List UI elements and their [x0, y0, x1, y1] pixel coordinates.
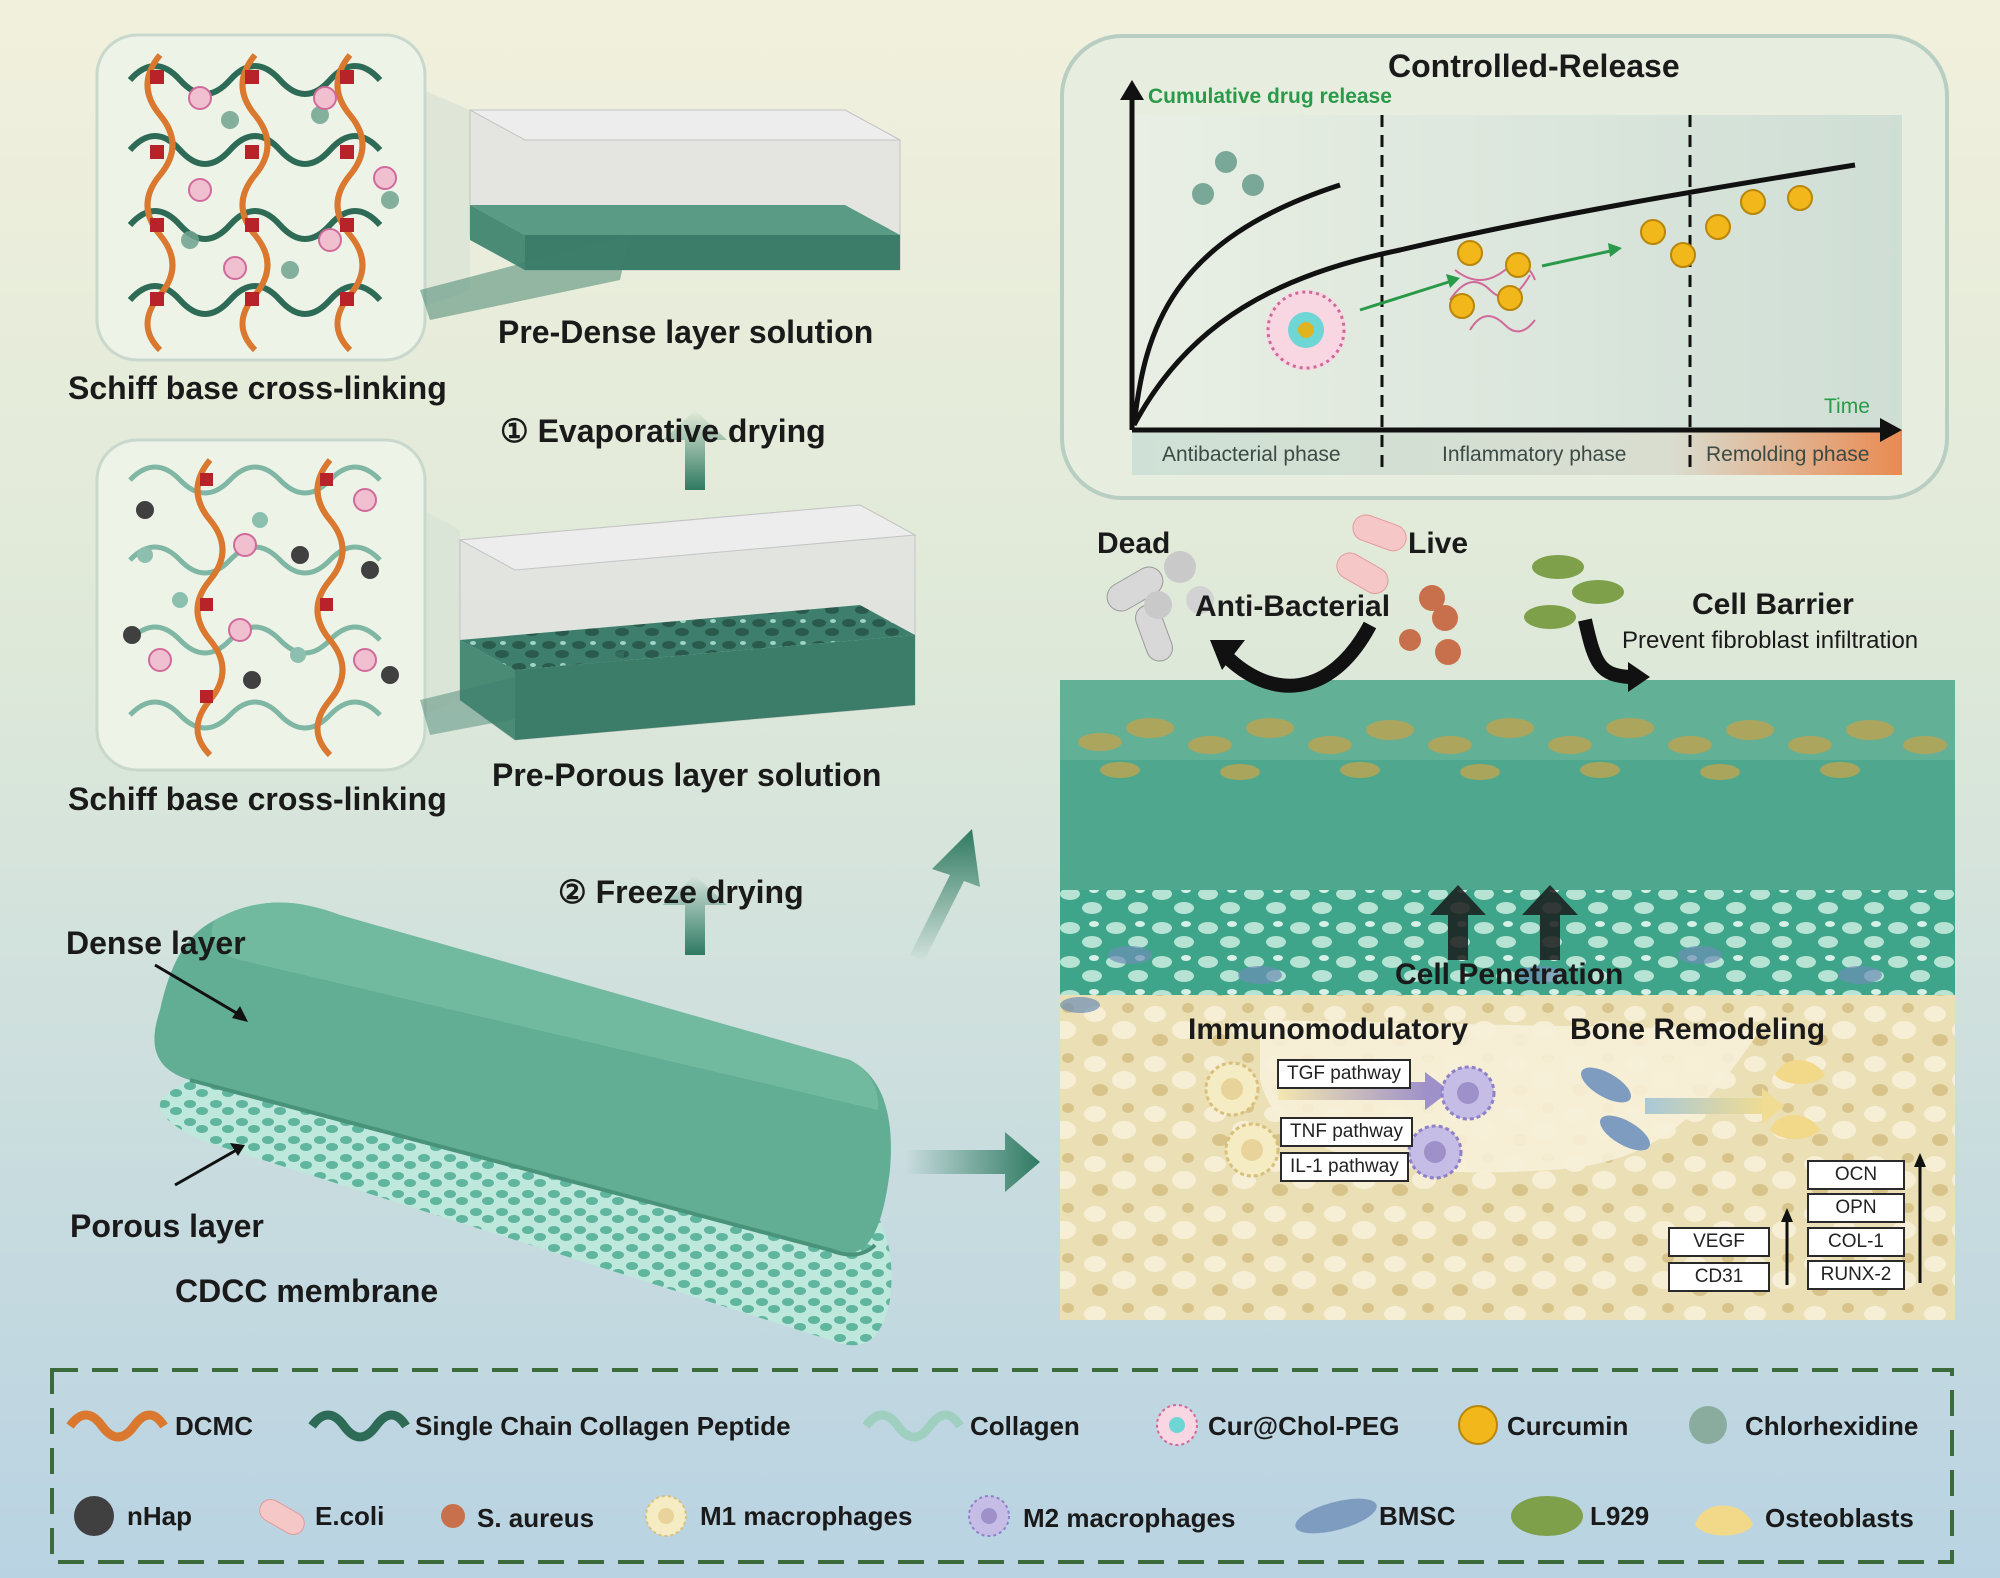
release-curve-early — [1131, 182, 1341, 426]
bmsc-in-pores — [1060, 946, 1882, 1013]
green-wave-icon — [308, 1410, 410, 1442]
penetration-arrow-1 — [1430, 885, 1486, 960]
micelle-graphic — [1266, 290, 1346, 370]
m2-cell-icon — [968, 1495, 1010, 1537]
porous-layer-block — [1060, 885, 1955, 995]
y-axis-label: Cumulative drug release — [1148, 85, 1392, 108]
cell-barrier-label: Cell Barrier — [1692, 588, 1854, 621]
legend-single-chain-collagen: Single Chain Collagen Peptide — [415, 1411, 791, 1441]
legend-curcumin: Curcumin — [1507, 1411, 1629, 1441]
cell-barrier-subtitle: Prevent fibroblast infiltration — [1622, 627, 1919, 654]
down-arrow-1 — [663, 410, 727, 490]
legend-cur-chol-peg: Cur@Chol-PEG — [1208, 1411, 1400, 1441]
live-bacteria — [1336, 514, 1461, 665]
cell-barrier-arrow — [1578, 618, 1631, 684]
arrow-to-release — [910, 829, 980, 961]
phase-antibacterial: Antibacterial phase — [1162, 443, 1341, 466]
dense-layer-label: Dense layer — [66, 925, 246, 961]
vegf-tag: VEGF — [1668, 1227, 1770, 1257]
legend-border — [50, 1368, 1954, 1564]
rod-bacteria-icon — [259, 1499, 305, 1535]
bone-tissue-block — [1060, 975, 1955, 1320]
evaporative-drying-label: ① Evaporative drying — [500, 413, 826, 449]
pre-porous-box — [458, 504, 917, 741]
osteo-gradient-arrow — [1645, 1098, 1765, 1114]
live-label: Live — [1408, 527, 1469, 560]
coccus-icon — [441, 1504, 465, 1528]
release-title: Controlled-Release — [1388, 48, 1680, 84]
phase-remodeling: Remolding phase — [1706, 443, 1870, 466]
opn-tag: OPN — [1807, 1193, 1905, 1223]
legend-collagen: Collagen — [970, 1411, 1080, 1441]
bone-remodeling-label: Bone Remodeling — [1570, 1013, 1826, 1046]
schiff-base-label-mid: Schiff base cross-linking — [68, 781, 447, 817]
orange-wave-icon — [66, 1410, 168, 1442]
pre-dense-box — [469, 109, 901, 271]
m1-cell-icon — [645, 1495, 687, 1537]
ocn-tag: OCN — [1807, 1160, 1905, 1190]
immunomodulatory-label: Immunomodulatory — [1188, 1013, 1469, 1046]
zoom-wedge-top — [420, 235, 630, 320]
porous-layer-label: Porous layer — [70, 1208, 264, 1244]
network-inset-porous — [95, 438, 460, 772]
col1-tag: COL-1 — [1807, 1227, 1905, 1257]
schiff-base-label-top: Schiff base cross-linking — [68, 370, 447, 406]
legend-dcmc: DCMC — [175, 1411, 253, 1441]
dead-label: Dead — [1097, 527, 1171, 560]
tgf-pathway-tag: TGF pathway — [1277, 1059, 1412, 1089]
legend-s-aureus: S. aureus — [477, 1503, 595, 1533]
dead-bacteria — [1106, 551, 1214, 662]
legend-osteoblasts: Osteoblasts — [1765, 1503, 1914, 1533]
legend-m2-macrophages: M2 macrophages — [1023, 1503, 1236, 1533]
pre-porous-label: Pre-Porous layer solution — [492, 757, 882, 793]
x-axis-label: Time — [1824, 395, 1870, 418]
legend-ecoli: E.coli — [315, 1501, 385, 1531]
osteoblast-cells — [1770, 1059, 1825, 1139]
dark-sphere-icon — [74, 1496, 114, 1536]
penetration-arrow-2 — [1522, 885, 1578, 960]
release-arrow-2 — [1541, 248, 1616, 268]
phase-inflammatory: Inflammatory phase — [1442, 443, 1627, 466]
legend-bmsc: BMSC — [1379, 1501, 1456, 1531]
tnf-pathway-tag: TNF pathway — [1280, 1117, 1413, 1147]
cdcc-membrane-label: CDCC membrane — [175, 1273, 439, 1309]
pre-dense-label: Pre-Dense layer solution — [498, 314, 874, 350]
runx2-tag: RUNX-2 — [1807, 1260, 1905, 1290]
micelle-icon — [1156, 1404, 1198, 1446]
legend-l929: L929 — [1590, 1501, 1650, 1531]
legend-chlorhexidine: Chlorhexidine — [1745, 1411, 1919, 1441]
gray-green-sphere-icon — [1689, 1406, 1727, 1444]
yellow-sphere-icon — [1458, 1405, 1498, 1445]
cd31-tag: CD31 — [1668, 1262, 1770, 1292]
l929-cell-layer — [1078, 718, 1947, 780]
down-arrow-2 — [663, 875, 727, 955]
cdcc-membrane — [154, 902, 892, 1346]
spindle-cell-icon — [1295, 1498, 1377, 1534]
light-wave-icon — [862, 1410, 964, 1442]
il1-pathway-tag: IL-1 pathway — [1280, 1152, 1409, 1182]
release-arrow-1 — [1359, 278, 1456, 312]
anti-bacterial-label: Anti-Bacterial — [1195, 590, 1391, 623]
chlorhexidine-dots — [1192, 151, 1264, 205]
fibroblast-icon — [1511, 1496, 1583, 1536]
freeze-drying-label: ② Freeze drying — [558, 874, 804, 910]
m1-macrophages — [1204, 1061, 1280, 1178]
arrow-to-function — [905, 1132, 1040, 1192]
m2-macrophages — [1407, 1065, 1496, 1180]
dense-layer-pointer — [154, 963, 246, 1020]
legend-m1-macrophages: M1 macrophages — [700, 1501, 913, 1531]
porous-layer-pointer — [174, 1146, 241, 1187]
legend-nhap: nHap — [127, 1501, 192, 1531]
phase-bar — [1132, 430, 1902, 475]
anti-bacterial-arrow — [1220, 621, 1377, 693]
release-curve-sustained — [1131, 162, 1856, 427]
bmsc-cells — [1581, 1067, 1650, 1151]
zoom-wedge-mid — [420, 650, 625, 735]
cell-penetration-label: Cell Penetration — [1395, 958, 1624, 991]
osteoblast-icon — [1695, 1505, 1753, 1536]
l929-cells — [1524, 555, 1624, 629]
network-inset-dense — [95, 33, 470, 362]
